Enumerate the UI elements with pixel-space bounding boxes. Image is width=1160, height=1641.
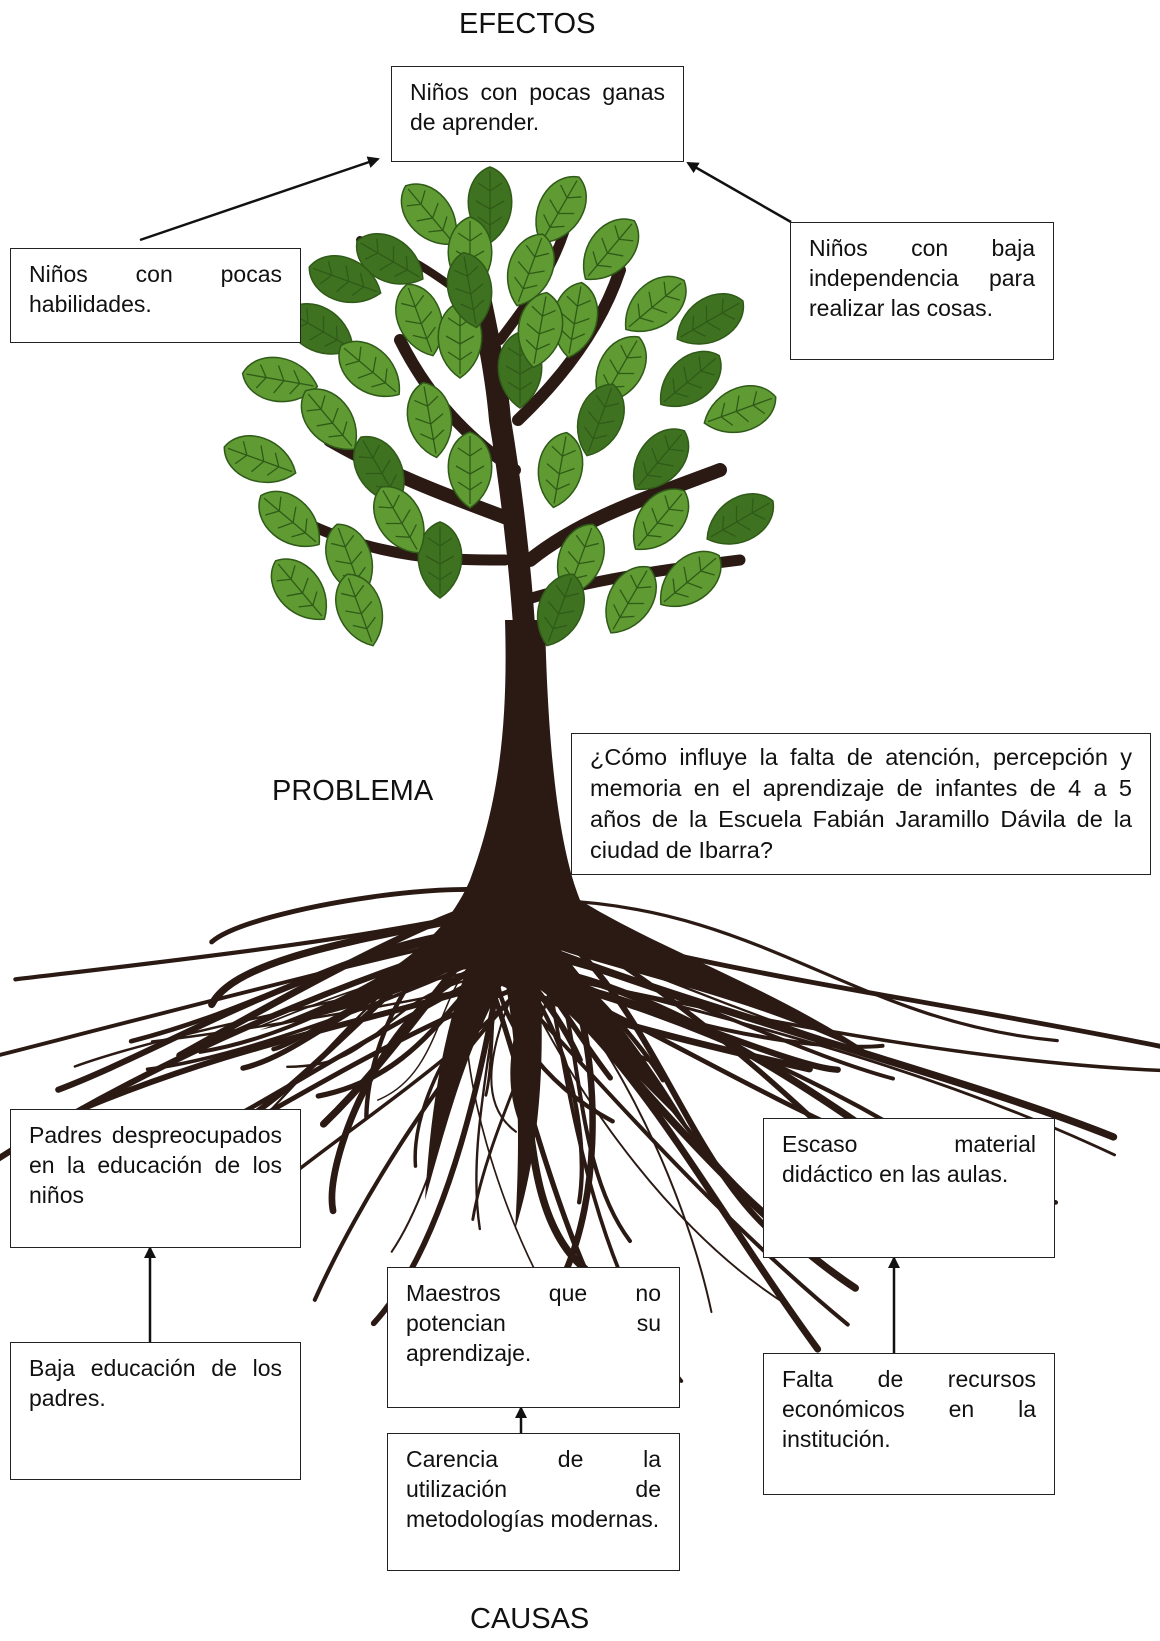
cause-box-center-lower: Carencia de la utilización de metodologí… [387, 1433, 680, 1571]
problem-box: ¿Cómo influye la falta de atención, perc… [571, 733, 1151, 875]
leaf [647, 539, 733, 621]
effects-heading: EFECTOS [459, 8, 595, 41]
problem-heading: PROBLEMA [272, 775, 433, 808]
cause-box-left-upper: Padres despreocupados en la educación de… [10, 1109, 301, 1248]
leaf [247, 479, 333, 561]
causes-heading: CAUSAS [470, 1603, 589, 1636]
cause-box-left-lower: Baja educación de los padres. [10, 1342, 301, 1480]
cause-box-center-upper: Maestros que no potencian su aprendizaje… [387, 1267, 680, 1408]
cause-box-right-lower: Falta de recursos económicos en la insti… [763, 1353, 1055, 1495]
leaf [696, 482, 784, 558]
effect-box-left: Niños con pocas habilidades. [10, 248, 301, 343]
effect-box-right: Niños con baja independencia para realiz… [790, 222, 1054, 360]
leaf [418, 522, 462, 598]
leaf [217, 427, 303, 494]
cause-box-right-upper: Escaso material didáctico en las aulas. [763, 1118, 1055, 1258]
effect-box-top: Niños con pocas ganas de aprender. [391, 66, 684, 162]
leaf [402, 379, 458, 461]
